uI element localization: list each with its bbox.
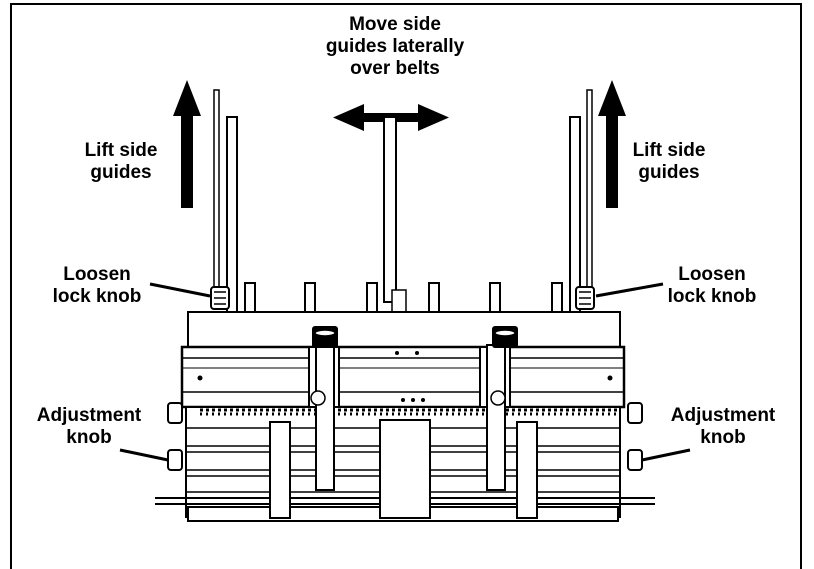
leader-adjust-right [641, 448, 691, 462]
figure-frame [10, 3, 802, 569]
lift-arrow-right [598, 80, 626, 208]
move-side-guides-label: Move side guides laterally over belts [325, 14, 465, 79]
adjustment-knob-left [167, 402, 183, 471]
adjustment-knob-left-label: Adjustment knob [36, 405, 142, 448]
lock-knob-right [575, 286, 595, 310]
lift-arrow-left [173, 80, 201, 208]
adjustment-knob-right [627, 402, 643, 471]
lift-side-guides-right-label: Lift side guides [632, 140, 706, 183]
leader-adjust-left [119, 448, 169, 462]
loosen-lock-knob-right-label: Loosen lock knob [667, 264, 757, 307]
lift-side-guides-left-label: Lift side guides [84, 140, 158, 183]
leader-loosen-left [149, 282, 211, 298]
adjustment-knob-right-label: Adjustment knob [670, 405, 776, 448]
lock-knob-left [210, 286, 230, 310]
loosen-lock-knob-left-label: Loosen lock knob [52, 264, 142, 307]
leader-loosen-right [595, 282, 664, 298]
